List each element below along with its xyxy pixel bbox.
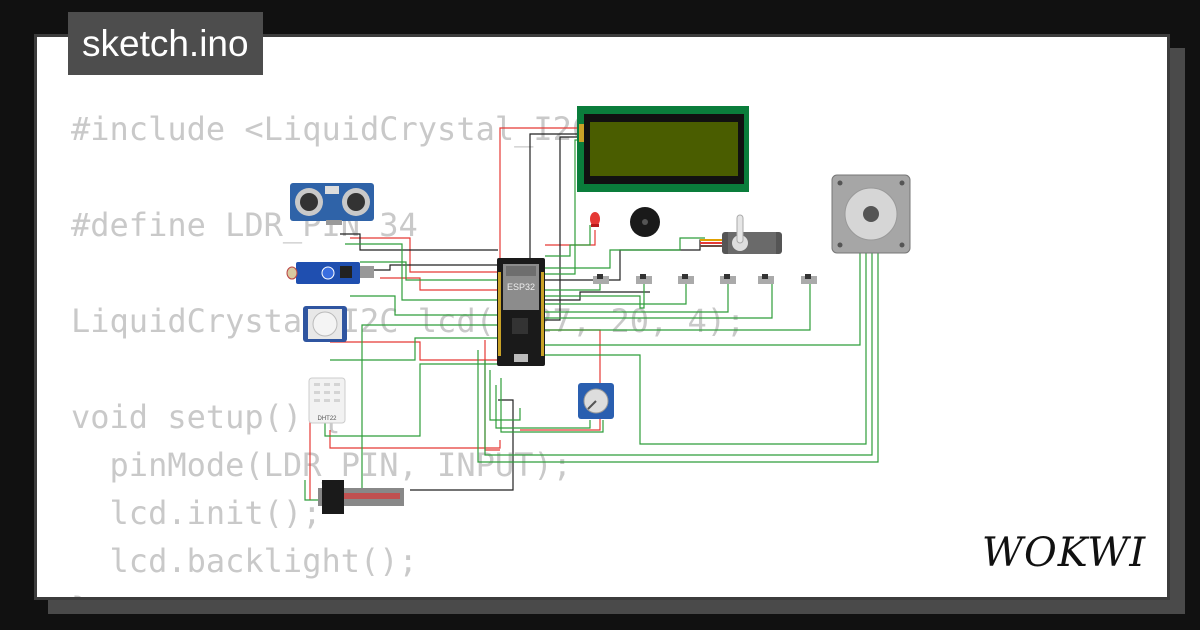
servo-motor[interactable] xyxy=(700,214,782,254)
wire-black-2 xyxy=(340,233,498,251)
wire-green-3 xyxy=(545,282,645,309)
wire-black-5 xyxy=(410,399,514,491)
slide-potentiometer[interactable] xyxy=(318,480,404,514)
wire-green-11 xyxy=(498,253,867,445)
wire-green-15 xyxy=(345,243,498,301)
slide-switch-3[interactable] xyxy=(678,274,694,284)
wire-red-4 xyxy=(380,277,498,291)
pir-sensor[interactable] xyxy=(303,306,347,342)
wire-green-5 xyxy=(545,282,729,313)
code-line-8: pinMode(LDR_PIN, INPUT); xyxy=(71,446,572,484)
wire-black-3 xyxy=(360,264,498,271)
lcd-display[interactable] xyxy=(577,106,749,192)
wire-green-14 xyxy=(350,295,498,316)
wire-green-12 xyxy=(484,253,873,456)
dht22-label: DHT22 xyxy=(317,416,337,422)
wokwi-logo-text: WOKWI xyxy=(982,530,1146,576)
slide-switches xyxy=(593,274,817,284)
stepper-motor[interactable] xyxy=(831,174,911,254)
wire-green-8 xyxy=(545,225,591,257)
wire-black-7 xyxy=(545,136,578,321)
code-line-11: } xyxy=(71,585,745,597)
wires xyxy=(304,127,879,501)
wire-green-6 xyxy=(545,282,773,319)
wire-red-3 xyxy=(330,341,498,361)
wire-green-7 xyxy=(498,282,811,331)
wire-green-1 xyxy=(545,139,578,275)
wire-green-18 xyxy=(489,370,521,421)
wire-green-19 xyxy=(495,385,591,429)
wire-red-8 xyxy=(545,230,596,246)
wire-green-9 xyxy=(545,237,705,269)
esp32-board[interactable]: ESP32 xyxy=(497,258,545,366)
wire-green-2 xyxy=(545,282,601,291)
wire-green-21 xyxy=(330,337,498,361)
wokwi-logo: WOKWI xyxy=(982,530,1146,576)
esp32-label: ESP32 xyxy=(507,282,535,292)
slide-switch-6[interactable] xyxy=(801,274,817,284)
wire-green-10 xyxy=(498,253,861,346)
wire-red-6 xyxy=(329,430,501,449)
wire-green-16 xyxy=(360,261,498,281)
code-line-9: lcd.init(); xyxy=(71,494,322,532)
slide-switch-5[interactable] xyxy=(758,274,774,284)
wire-green-22 xyxy=(324,363,498,437)
slide-switch-1[interactable] xyxy=(593,274,609,284)
wire-black-1 xyxy=(529,133,578,262)
wire-red-1 xyxy=(499,127,578,270)
wire-green-20 xyxy=(500,378,604,433)
code-line-10: lcd.backlight(); xyxy=(71,542,418,580)
slide-switch-4[interactable] xyxy=(720,274,736,284)
buzzer[interactable] xyxy=(630,207,660,237)
rotary-potentiometer[interactable] xyxy=(578,383,614,419)
ldr-sensor[interactable] xyxy=(286,262,374,284)
dht22-sensor[interactable]: DHT22 xyxy=(308,377,346,424)
red-led[interactable] xyxy=(590,212,600,227)
file-name-tag: sketch.ino xyxy=(68,12,263,75)
wire-green-4 xyxy=(545,282,687,305)
slide-switch-2[interactable] xyxy=(636,274,652,284)
wire-green-13 xyxy=(477,253,879,463)
ultrasonic-sensor[interactable] xyxy=(290,183,374,225)
